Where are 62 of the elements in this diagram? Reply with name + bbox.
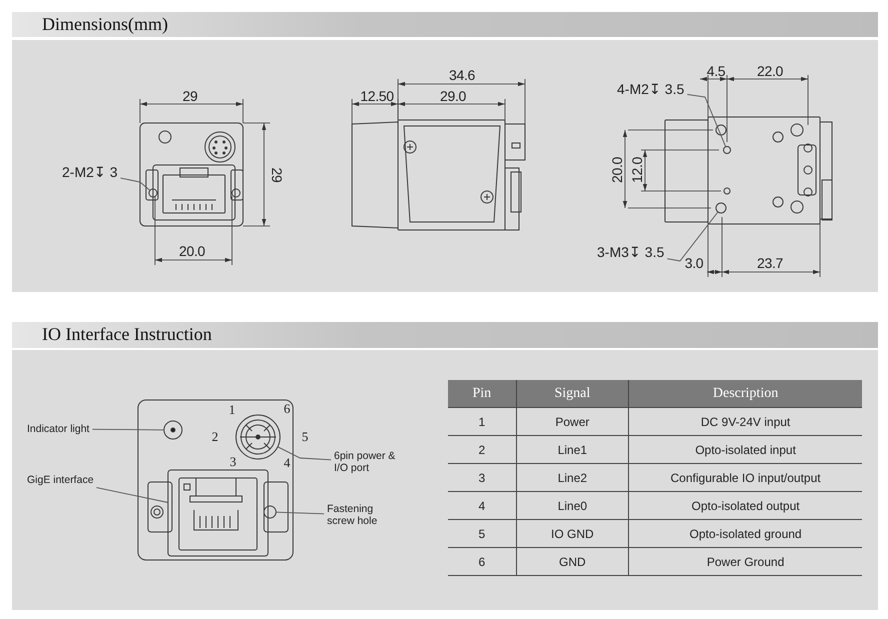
pin-number: 5 xyxy=(302,429,308,445)
table-cell: Configurable IO input/output xyxy=(628,464,862,492)
callout-text: 2-M2↧ 3 xyxy=(62,164,118,180)
column-header: Signal xyxy=(516,380,629,408)
dimension-value: 20.0 xyxy=(609,156,625,184)
callout-text: 4-M2↧ 3.5 xyxy=(617,81,684,97)
table-cell: 2 xyxy=(448,436,516,464)
table-cell: Opto-isolated ground xyxy=(628,520,862,548)
hole xyxy=(148,188,158,198)
dimension-value: 20.0 xyxy=(178,243,206,259)
dimension-value: 29 xyxy=(269,168,285,182)
table-cell: 6 xyxy=(448,548,516,576)
table-cell: 5 xyxy=(448,520,516,548)
table-cell: Power Ground xyxy=(628,548,862,576)
callout-text: GigE interface xyxy=(27,474,94,486)
leader-line xyxy=(277,446,332,460)
table-cell: Opto-isolated output xyxy=(628,492,862,520)
screw-hole xyxy=(264,506,276,518)
table-cell: Opto-isolated input xyxy=(628,436,862,464)
table-cell: Line1 xyxy=(516,436,629,464)
pin-number: 4 xyxy=(284,455,290,471)
table-cell: 4 xyxy=(448,492,516,520)
dimension-value: 12.0 xyxy=(629,156,645,184)
pin-number: 6 xyxy=(284,401,290,417)
indicator-light xyxy=(164,420,182,440)
dimension-value: 12.50 xyxy=(360,88,394,104)
leader-line xyxy=(666,212,718,262)
callout-text: Indicator light xyxy=(27,423,90,435)
column-header: Pin xyxy=(448,380,516,408)
dimension-value: 29.0 xyxy=(440,88,466,104)
dimension-value: 3.0 xyxy=(684,255,704,271)
leader-line xyxy=(686,94,726,148)
table-cell: GND xyxy=(516,548,629,576)
callout-text: Fastening screw hole xyxy=(327,503,389,527)
callout-text: 6pin power & I/O port xyxy=(334,450,406,474)
dimension-value: 23.7 xyxy=(756,255,784,271)
pin-number: 3 xyxy=(230,454,236,470)
leader-line xyxy=(120,178,150,191)
pin-number: 1 xyxy=(228,402,236,418)
connector-socket xyxy=(236,414,280,460)
section-title: Dimensions(mm) xyxy=(42,14,168,35)
callout-text: 3-M3↧ 3.5 xyxy=(597,244,664,260)
table-cell: 1 xyxy=(448,408,516,436)
section-title: IO Interface Instruction xyxy=(42,324,212,345)
dimension-value: 22.0 xyxy=(756,63,784,79)
network-port xyxy=(168,470,268,556)
table-cell: Line2 xyxy=(516,464,629,492)
table-cell: Line0 xyxy=(516,492,629,520)
hole xyxy=(723,146,731,154)
leader-line xyxy=(276,512,324,514)
dimension-value: 34.6 xyxy=(448,67,476,83)
table-cell: IO GND xyxy=(516,520,629,548)
table-cell: DC 9V-24V input xyxy=(628,408,862,436)
dimension-value: 4.5 xyxy=(706,63,726,79)
pin-number: 2 xyxy=(212,429,218,445)
column-header: Description xyxy=(628,380,862,408)
hole xyxy=(716,202,726,214)
table-cell: Power xyxy=(516,408,629,436)
leader-line xyxy=(96,487,168,503)
table-cell: 3 xyxy=(448,464,516,492)
leader-line xyxy=(92,428,164,430)
dimension-value: 29 xyxy=(182,88,198,104)
